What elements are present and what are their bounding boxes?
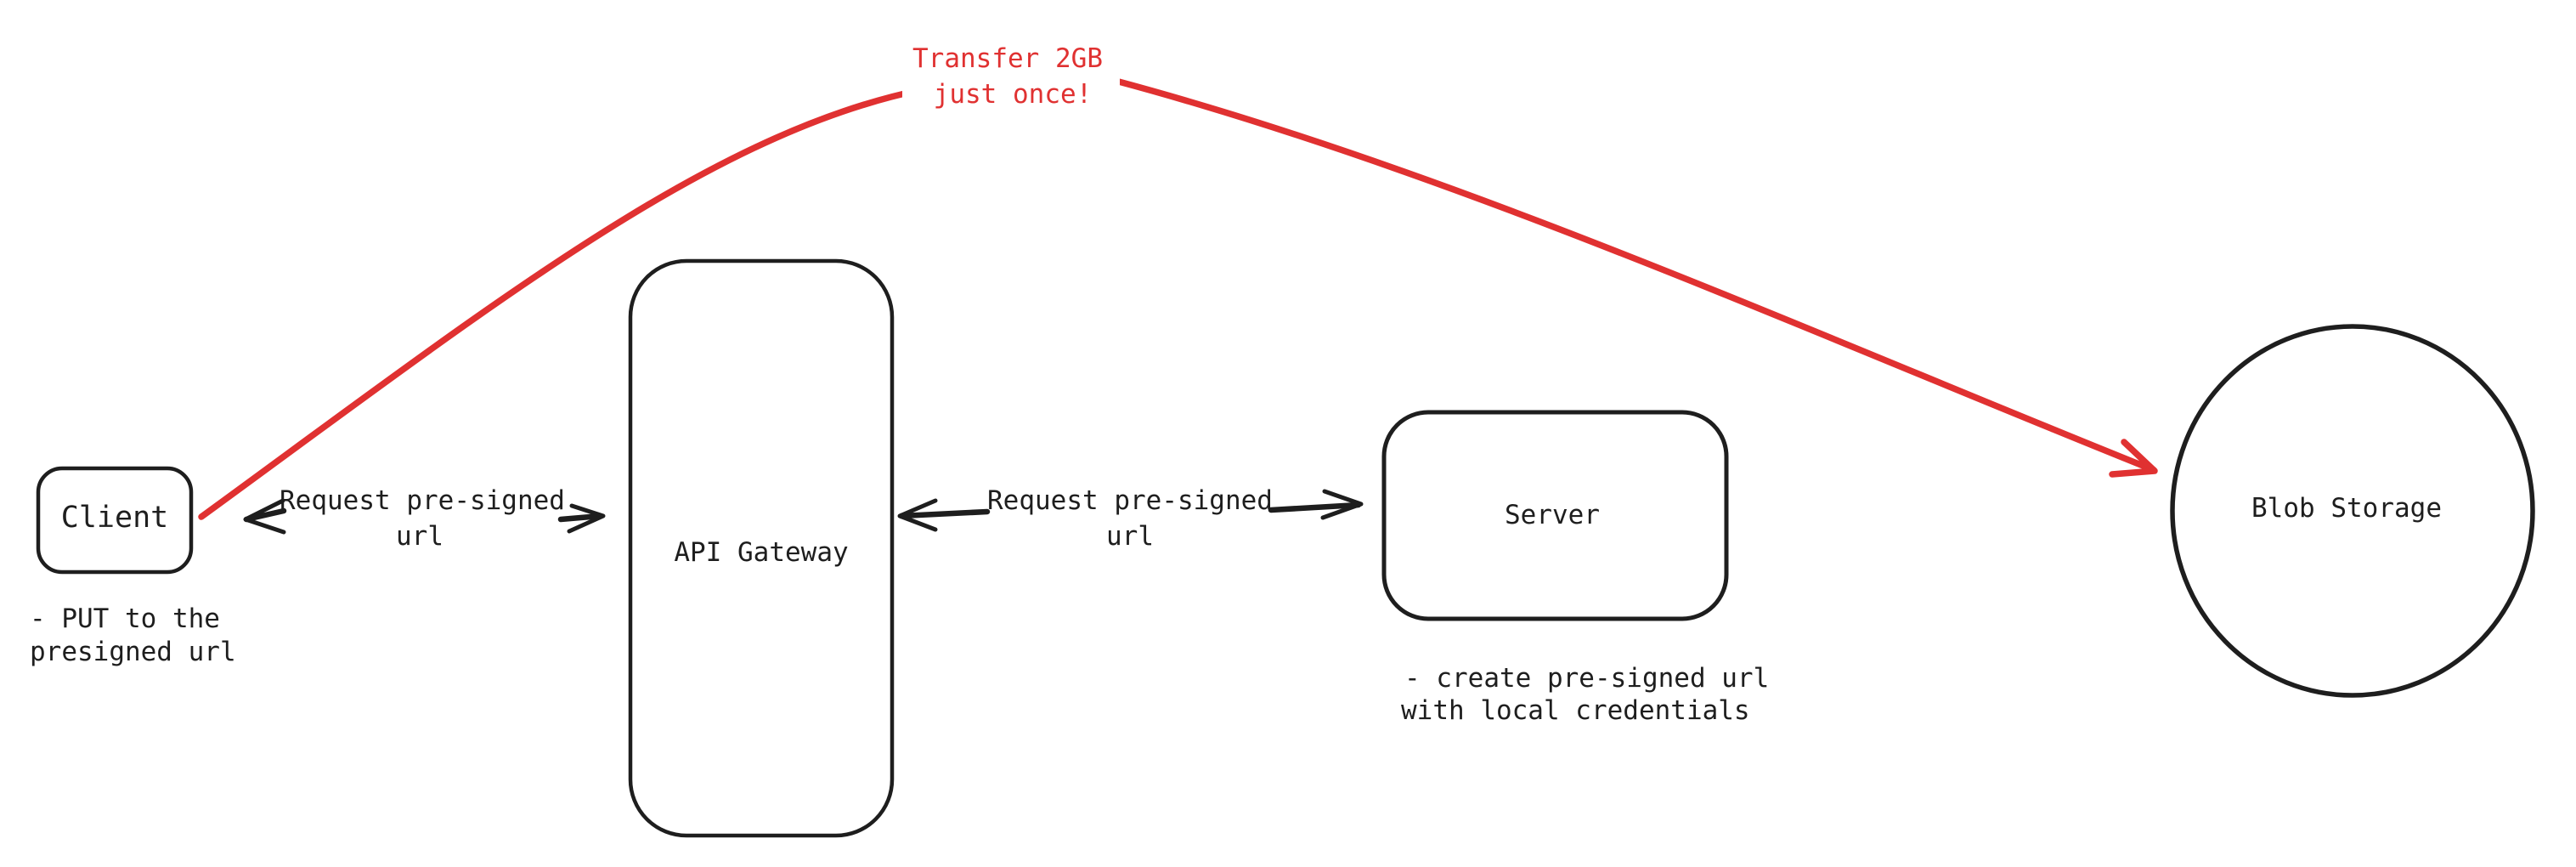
client-note-line2[interactable]: presigned url — [30, 637, 236, 667]
arrow-gateway-to-server[interactable] — [1268, 489, 1364, 520]
arrow-shaft — [1268, 502, 1362, 513]
transfer-arrow[interactable] — [198, 65, 2158, 520]
transfer-arrow-curve — [198, 65, 2157, 520]
blob-storage-circle[interactable] — [2170, 324, 2535, 698]
server-note-line2[interactable]: with local credentials — [1401, 695, 1750, 726]
client-node[interactable] — [36, 466, 194, 575]
client-box[interactable] — [36, 466, 194, 575]
blob-storage-node[interactable] — [2170, 324, 2535, 698]
client-label[interactable]: Client — [61, 501, 168, 535]
arrow-server-to-gateway[interactable] — [897, 498, 991, 532]
arrow-shaft — [898, 508, 991, 519]
transfer-arrow-label-line2[interactable]: just once! — [934, 79, 1093, 110]
api-gateway-label[interactable]: API Gateway — [674, 537, 848, 568]
label-backing — [902, 31, 1120, 116]
api-gateway-node[interactable] — [628, 258, 895, 838]
server-node[interactable] — [1381, 410, 1729, 621]
server-note-line1[interactable]: - create pre-signed url — [1404, 663, 1769, 694]
client-note-line1[interactable]: - PUT to the — [30, 604, 220, 634]
arrowhead-right-icon — [1320, 489, 1364, 520]
arrowhead-left-icon — [897, 498, 938, 532]
blob-storage-label[interactable]: Blob Storage — [2251, 493, 2442, 524]
transfer-arrow-label-line1[interactable]: Transfer 2GB — [912, 43, 1103, 74]
client-gateway-edge-label-line1[interactable]: Request pre-signed — [280, 485, 565, 516]
arrowhead-red-icon — [2109, 439, 2158, 478]
gateway-server-edge-label-line2[interactable]: url — [1106, 521, 1154, 552]
api-gateway-box[interactable] — [628, 258, 895, 838]
arrow-client-to-gateway[interactable] — [557, 503, 606, 534]
arrow-shaft — [557, 513, 604, 523]
gateway-server-edge-label-line1[interactable]: Request pre-signed — [987, 485, 1273, 516]
arrowhead-right-icon — [567, 503, 606, 534]
server-box[interactable] — [1381, 410, 1729, 621]
server-label[interactable]: Server — [1505, 500, 1600, 530]
arrow-gateway-to-client[interactable] — [243, 498, 287, 535]
client-gateway-edge-label-line2[interactable]: url — [396, 521, 443, 552]
arrowhead-left-icon — [243, 498, 286, 535]
